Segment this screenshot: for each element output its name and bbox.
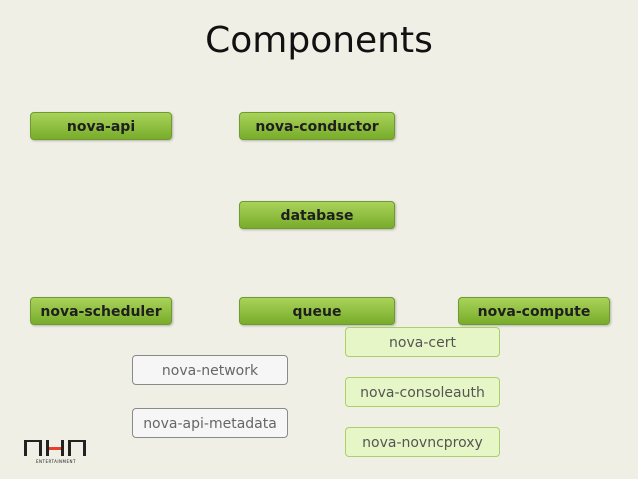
nhn-logo: ENTERTAINMENT <box>22 438 90 470</box>
nova-consoleauth-box: nova-consoleauth <box>345 377 500 407</box>
queue-box: queue <box>239 297 395 325</box>
page-title: Components <box>205 20 433 61</box>
nova-scheduler-box: nova-scheduler <box>30 297 172 325</box>
nova-cert-box: nova-cert <box>345 327 500 357</box>
nova-novncproxy-box: nova-novncproxy <box>345 427 500 457</box>
nova-api-box: nova-api <box>30 112 172 140</box>
nhn-logo-mark <box>24 440 86 456</box>
nova-conductor-box: nova-conductor <box>239 112 395 140</box>
nova-network-box: nova-network <box>132 355 288 385</box>
database-box: database <box>239 201 395 229</box>
nova-compute-box: nova-compute <box>458 297 610 325</box>
nova-api-metadata-box: nova-api-metadata <box>132 408 288 438</box>
logo-subtitle: ENTERTAINMENT <box>36 459 76 464</box>
